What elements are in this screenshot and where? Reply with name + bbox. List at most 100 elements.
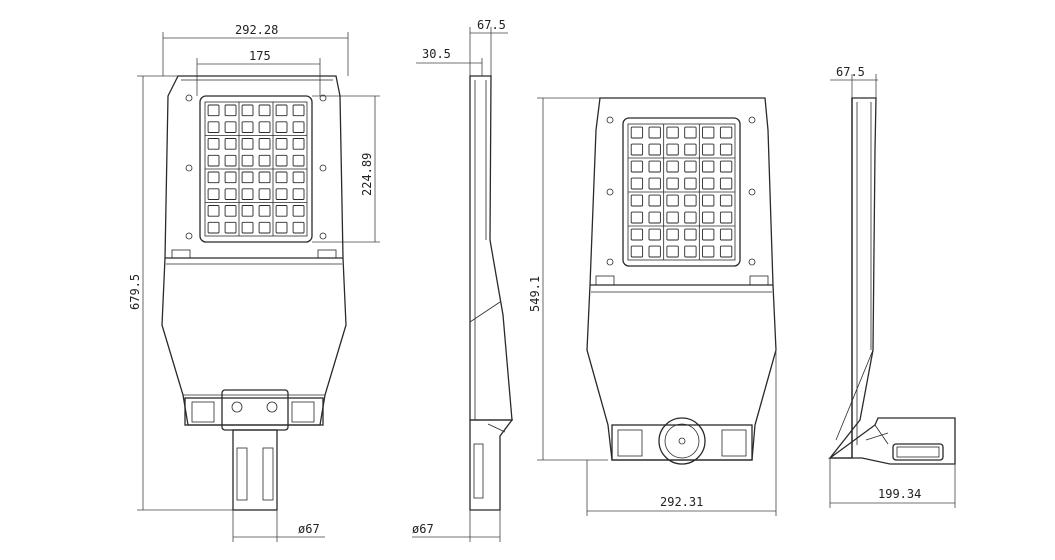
led-chip [258,121,271,133]
led-chip [224,205,237,217]
led-chip [648,228,661,241]
led-chip [684,211,697,224]
led-chip [241,221,254,234]
led-chip [258,154,271,167]
dim-side-depth: 67.5 [477,18,506,32]
led-chip [207,121,220,133]
led-chip [258,221,271,234]
led-chip [275,121,288,133]
dim-side2-depth: 67.5 [836,65,865,79]
led-chip [275,205,288,217]
led-chip [702,143,715,156]
led-chip [241,138,254,150]
led-chip [224,154,237,167]
dim-pole-diameter-1: ø67 [298,522,320,536]
led-chip [630,211,644,224]
led-chip [648,160,661,173]
led-chip [292,171,305,184]
led-chip [630,245,644,258]
led-chip [241,104,254,117]
led-chip [258,104,271,117]
led-chip [684,160,697,173]
led-chip [241,171,254,184]
front-view-round-mount: 549.1 292.31 [528,97,777,516]
led-chip [292,188,305,200]
led-chip [684,194,697,207]
led-chip [207,188,220,200]
led-chip [258,171,271,184]
led-chip [275,154,288,167]
led-chip [241,188,254,200]
led-chip [666,245,679,258]
led-chip [666,143,679,156]
led-chip [207,221,220,234]
led-chip [207,205,220,217]
led-chip [648,143,661,156]
dim-front2-width: 292.31 [660,495,703,509]
led-chip [258,188,271,200]
led-chip [292,138,305,150]
led-chip [666,177,679,190]
led-chip [719,126,733,139]
led-chip [224,188,237,200]
led-chip [292,205,305,217]
led-chip [684,245,697,258]
led-chip [684,177,697,190]
led-chip [207,154,220,167]
led-chip [666,160,679,173]
led-chip [719,245,733,258]
side-view-pole: 67.5 30.5 ø67 [412,18,514,542]
led-chip [666,211,679,224]
led-chip [207,104,220,117]
led-chip [224,104,237,117]
dim-front2-height: 549.1 [528,276,542,312]
led-chip [648,177,661,190]
led-chip [224,138,237,150]
led-chip [702,160,715,173]
led-chip [684,143,697,156]
led-chip [719,194,733,207]
led-chip [207,171,220,184]
led-chip [702,211,715,224]
led-chip [719,228,733,241]
led-chip [630,194,644,207]
led-chip [292,104,305,117]
led-chip [258,138,271,150]
led-chip [224,121,237,133]
dim-panel-height: 224.89 [360,153,374,196]
led-chip [648,245,661,258]
dim-front-width: 292.28 [235,23,278,37]
led-chip [292,221,305,234]
led-array-view1 [205,102,307,236]
led-chip [241,121,254,133]
dim-front-height: 679.5 [128,274,142,310]
led-chip [275,171,288,184]
led-chip [241,205,254,217]
led-chip [648,211,661,224]
led-chip [630,143,644,156]
led-chip [702,245,715,258]
led-chip [275,138,288,150]
led-chip [224,221,237,234]
led-chip [719,211,733,224]
led-chip [666,126,679,139]
led-chip [702,228,715,241]
led-chip [702,177,715,190]
led-chip [719,160,733,173]
led-chip [630,177,644,190]
led-chip [258,205,271,217]
led-chip [648,126,661,139]
side-view-bracket: 67.5 199.34 [828,65,956,508]
led-chip [719,143,733,156]
led-chip [275,104,288,117]
led-array-view3 [628,124,735,260]
led-chip [666,228,679,241]
led-chip [630,228,644,241]
dim-side2-bracket: 199.34 [878,487,921,501]
led-chip [684,228,697,241]
led-chip [666,194,679,207]
led-chip [224,171,237,184]
dim-pole-diameter-2: ø67 [412,522,434,536]
led-chip [241,154,254,167]
